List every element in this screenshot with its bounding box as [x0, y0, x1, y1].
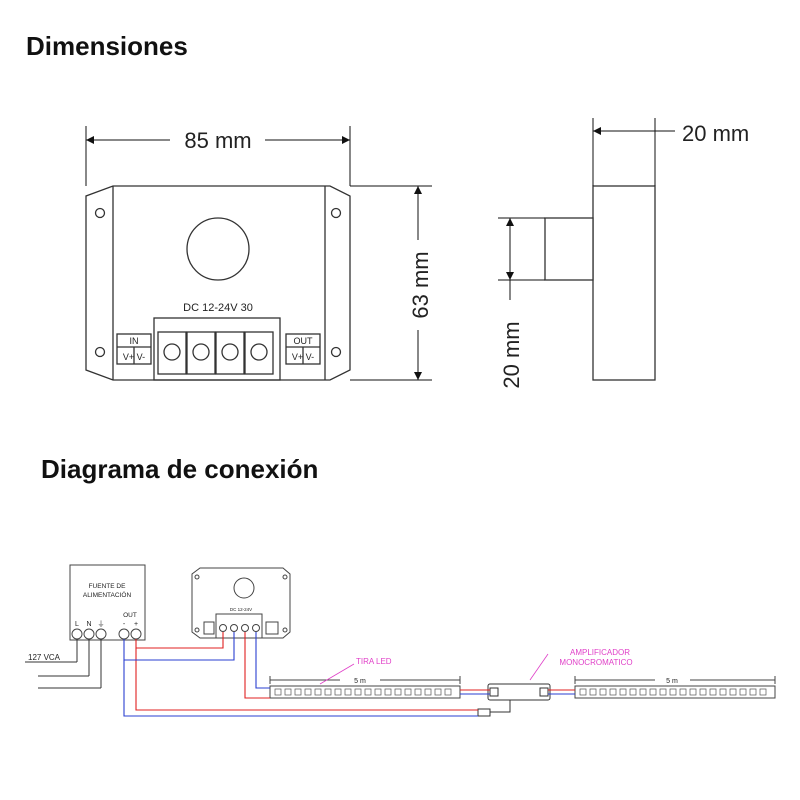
negative-wires: [123, 632, 575, 717]
in-terminals-label: V+ V-: [123, 352, 145, 362]
led-chip-icon: [304, 688, 312, 696]
terminal-l-label: L: [75, 621, 79, 628]
depth-dimension: [592, 118, 675, 186]
dimensions-heading: Dimensiones: [26, 31, 188, 61]
led-chip-icon: [609, 688, 617, 696]
mini-model-label: DC 12-24V: [230, 607, 252, 612]
led-chip-icon: [709, 688, 717, 696]
led-chip-icon: [294, 688, 302, 696]
led-chip-icon: [314, 688, 322, 696]
model-label: DC 12-24V 30: [183, 302, 253, 314]
strip-2-length-label: 5 m: [666, 678, 678, 685]
out-label: OUT: [294, 336, 314, 346]
in-label: IN: [130, 336, 139, 346]
led-chip-icon: [639, 688, 647, 696]
positive-wires: [135, 632, 575, 711]
led-chip-icon: [344, 688, 352, 696]
power-supply: [69, 564, 146, 641]
led-chip-icon: [749, 688, 757, 696]
power-supply-label-line1: FUENTE DE: [89, 583, 127, 590]
led-chip-icon: [444, 688, 452, 696]
strip-label: TIRA LED: [356, 657, 392, 666]
led-chip-icon: [589, 688, 597, 696]
width-dimension: [85, 126, 351, 186]
led-chip-icon: [619, 688, 627, 696]
dimmer-mini: [191, 567, 291, 639]
amplifier-label-line2: MONOCROMATICO: [559, 658, 632, 667]
led-chip-icon: [274, 688, 282, 696]
out-terminals-label: V+ V-: [292, 352, 314, 362]
led-chip-icon: [659, 688, 667, 696]
amplifier-label-line1: AMPLIFICADOR: [570, 648, 630, 657]
led-chip-icon: [384, 688, 392, 696]
knob-height-label: 20 mm: [499, 321, 524, 388]
led-chip-icon: [284, 688, 292, 696]
led-chip-icon: [404, 688, 412, 696]
led-chip-icon: [649, 688, 657, 696]
amplifier: [477, 683, 551, 717]
led-chip-icon: [739, 688, 747, 696]
mains-wires: [25, 639, 102, 689]
led-chip-icon: [599, 688, 607, 696]
led-chip-icon: [679, 688, 687, 696]
ground-icon: ⏚: [98, 620, 105, 628]
led-chip-icon: [364, 688, 372, 696]
led-chip-icon: [629, 688, 637, 696]
power-supply-label-line2: ALIMENTACIÓN: [83, 590, 132, 599]
front-view: [85, 185, 351, 381]
ps-out-negative-label: -: [123, 621, 126, 628]
knob-icon: [186, 217, 250, 281]
led-chip-icon: [324, 688, 332, 696]
led-strip-1-leds: [274, 688, 452, 696]
ps-out-label: OUT: [123, 612, 137, 619]
knob-height-dimension: [498, 217, 545, 300]
side-view: [544, 185, 656, 381]
led-chip-icon: [414, 688, 422, 696]
led-chip-icon: [579, 688, 587, 696]
led-chip-icon: [394, 688, 402, 696]
height-label: 63 mm: [408, 251, 433, 318]
led-chip-icon: [434, 688, 442, 696]
ps-out-positive-label: +: [134, 621, 138, 628]
width-label: 85 mm: [184, 128, 251, 153]
led-strip-2-leds: [579, 688, 767, 696]
annotation-pointers: [319, 653, 549, 685]
connection-diagram-heading: Diagrama de conexión: [41, 454, 319, 484]
led-chip-icon: [374, 688, 382, 696]
led-chip-icon: [334, 688, 342, 696]
depth-label: 20 mm: [682, 121, 749, 146]
led-chip-icon: [424, 688, 432, 696]
led-chip-icon: [759, 688, 767, 696]
terminal-n-label: N: [86, 621, 91, 628]
led-chip-icon: [689, 688, 697, 696]
strip-1-length-label: 5 m: [354, 678, 366, 685]
led-chip-icon: [354, 688, 362, 696]
mains-label: 127 VCA: [28, 653, 61, 662]
led-chip-icon: [719, 688, 727, 696]
led-chip-icon: [729, 688, 737, 696]
led-chip-icon: [699, 688, 707, 696]
height-dimension: [350, 185, 432, 381]
led-chip-icon: [669, 688, 677, 696]
